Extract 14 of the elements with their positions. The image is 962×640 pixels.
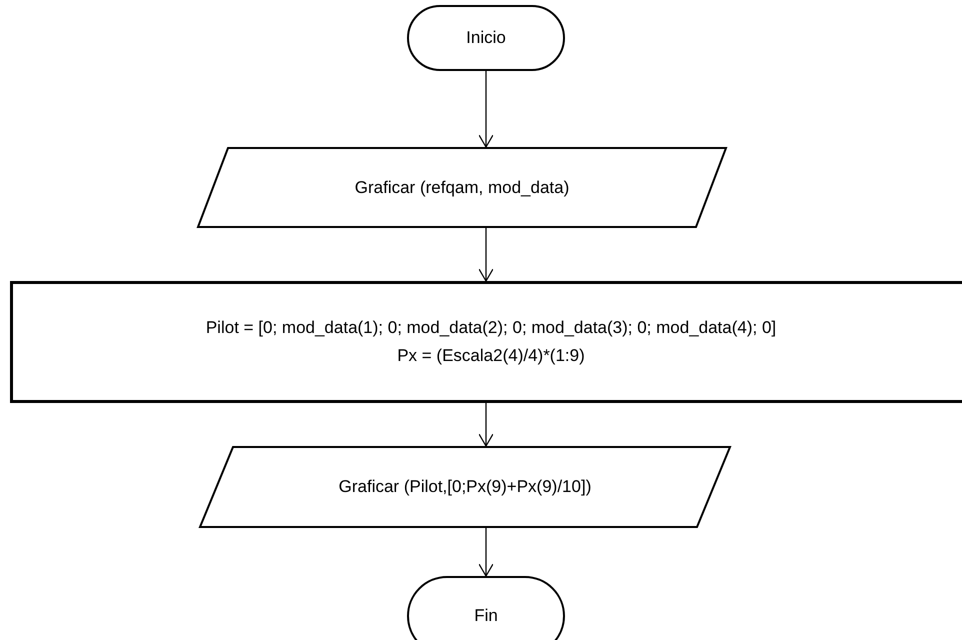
process-box <box>10 281 962 403</box>
io-parallelogram <box>199 446 731 528</box>
arrow <box>478 228 494 282</box>
arrow <box>478 71 494 148</box>
arrow <box>478 528 494 577</box>
terminal-stadium <box>407 576 565 640</box>
io-parallelogram <box>197 147 727 228</box>
arrow <box>478 403 494 447</box>
node-text: Inicio <box>466 28 506 48</box>
node-text: Graficar (Pilot,[0;Px(9)+Px(9)/10]) <box>338 477 592 497</box>
node-text: Pilot = [0; mod_data(1); 0; mod_data(2); 0; mod_data(3); 0; mod_data(4); 0] <box>206 318 776 338</box>
node-text: Fin <box>474 606 498 626</box>
node-text: Graficar (refqam, mod_data) <box>354 178 570 198</box>
node-text: Px = (Escala2(4)/4)*(1:9) <box>397 346 585 366</box>
